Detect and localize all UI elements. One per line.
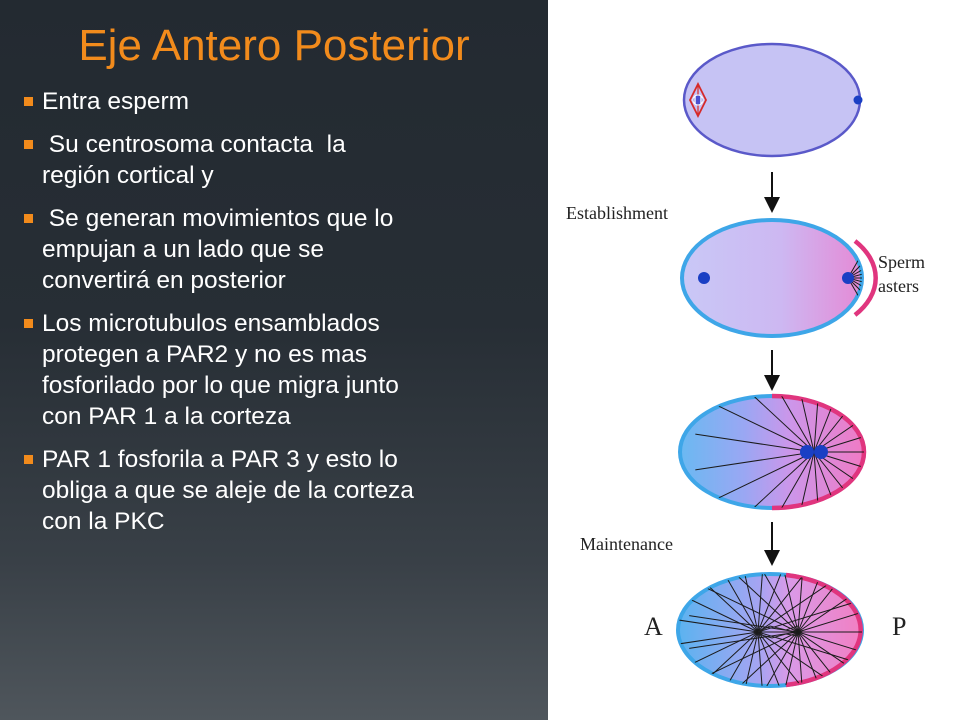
microtubule — [813, 396, 824, 453]
bullet-text-line: obliga a que se aleje de la corteza — [42, 477, 414, 504]
microtubule — [847, 277, 862, 299]
microtubule — [847, 277, 862, 307]
pronucleus-left — [800, 445, 814, 459]
embryo-stage-1 — [682, 42, 863, 158]
microtubule — [742, 631, 799, 686]
microtubule — [702, 574, 759, 633]
microtubule — [678, 583, 759, 633]
bullet-square-icon — [24, 97, 33, 106]
microtubule — [705, 399, 815, 453]
mitotic-spindle — [757, 625, 799, 639]
bullet-item: PAR 1 fosforila a PAR 3 y esto lo obliga … — [24, 444, 534, 537]
microtubule — [742, 574, 799, 633]
microtubule — [678, 631, 759, 681]
microtubule — [689, 631, 799, 649]
microtubule — [698, 631, 799, 681]
microtubule — [725, 451, 815, 508]
bullet-text-line: empujan a un lado que se — [42, 236, 324, 263]
microtubule — [786, 451, 815, 508]
pronucleus-right — [814, 445, 828, 459]
microtubule — [698, 583, 799, 633]
anterior-label: A — [644, 612, 663, 641]
text-panel: Eje Antero Posterior Entra esperm Su cen… — [0, 0, 548, 720]
microtubule — [797, 631, 862, 665]
bullet-text-line: con PAR 1 a la corteza — [42, 403, 291, 430]
posterior-cortex-magenta — [853, 239, 878, 317]
microtubule — [797, 631, 862, 686]
microtubule — [678, 574, 759, 633]
sperm-pronucleus — [853, 95, 863, 105]
microtubule — [753, 451, 815, 508]
microtubule — [753, 396, 815, 453]
maternal-pronucleus — [698, 272, 710, 284]
microtubule — [733, 574, 759, 633]
microtubule — [757, 574, 799, 633]
bullet-text-line: Se generan movimientos que lo — [42, 205, 394, 232]
microtubule — [702, 631, 759, 686]
slide-title: Eje Antero Posterior — [78, 21, 470, 70]
microtubule — [678, 631, 759, 686]
bullet-square-icon — [24, 214, 33, 223]
microtubule — [847, 277, 862, 289]
microtubule — [689, 615, 799, 633]
microtubule — [717, 574, 799, 633]
microtubule — [773, 574, 799, 633]
embryo-stage-3 — [678, 393, 867, 511]
microtubule — [757, 631, 799, 686]
bullet-text-line: convertirá en posterior — [42, 267, 286, 294]
bullet-text-line: con la PKC — [42, 508, 165, 535]
microtubule — [813, 451, 864, 488]
bullet-item: Se generan movimientos que lo empujan a u… — [24, 203, 534, 296]
embryo-diagram-svg: Establishment Sperm asters Mai — [566, 42, 925, 688]
bullet-list: Entra esperm Su centrosoma contacta la re… — [24, 86, 534, 549]
microtubule — [847, 267, 862, 279]
microtubule — [847, 249, 862, 279]
posterior-label: P — [892, 612, 906, 641]
microtubule — [813, 416, 864, 453]
microtubule — [717, 631, 799, 686]
bullet-square-icon — [24, 140, 33, 149]
microtubule — [695, 451, 815, 471]
bullet-text-line: fosforilado por lo que migra junto — [42, 372, 399, 399]
bullet-text-line: región cortical y — [42, 162, 214, 189]
microtubule — [797, 574, 862, 633]
microtubule — [757, 574, 827, 633]
bullet-item: Entra esperm — [24, 86, 534, 117]
microtubule — [847, 257, 862, 279]
microtubule — [813, 451, 824, 508]
microtubule — [797, 631, 807, 686]
microtubule — [786, 396, 815, 453]
microtubule — [797, 574, 862, 633]
embryo-diagram: Establishment Sperm asters Mai — [548, 0, 960, 720]
embryo-stage-2 — [680, 218, 878, 338]
microtubule — [678, 615, 759, 633]
bullet-square-icon — [24, 455, 33, 464]
maintenance-label: Maintenance — [580, 534, 673, 554]
bullet-text-line: Los microtubulos ensamblados — [42, 310, 380, 337]
posterior-cortex-domain-4 — [785, 572, 863, 688]
microtubule — [678, 631, 759, 649]
microtubule — [797, 599, 862, 633]
bullet-item: Su centrosoma contacta la región cortical… — [24, 129, 534, 191]
establishment-label: Establishment — [566, 203, 668, 223]
meiotic-spindle — [688, 81, 708, 119]
microtubule — [695, 433, 815, 453]
sperm-asters-label-line1: Sperm — [878, 252, 925, 272]
bullet-text-line: protegen a PAR2 y no es mas — [42, 341, 368, 368]
microtubule — [725, 396, 815, 453]
sperm-asters-label-line2: asters — [878, 276, 919, 296]
embryo-stage-4 — [676, 572, 864, 688]
bullet-text-line: PAR 1 fosforila a PAR 3 y esto lo — [42, 446, 398, 473]
bullet-square-icon — [24, 319, 33, 328]
bullet-text-line: Entra esperm — [42, 88, 190, 115]
bullet-text-line: Su centrosoma contacta la — [42, 131, 346, 158]
microtubule — [757, 631, 827, 686]
bullet-item: Los microtubulos ensamblados protegen a P… — [24, 308, 534, 432]
paternal-pronucleus — [842, 272, 854, 284]
embryo-1-body — [682, 42, 862, 158]
microtubule — [705, 451, 815, 505]
